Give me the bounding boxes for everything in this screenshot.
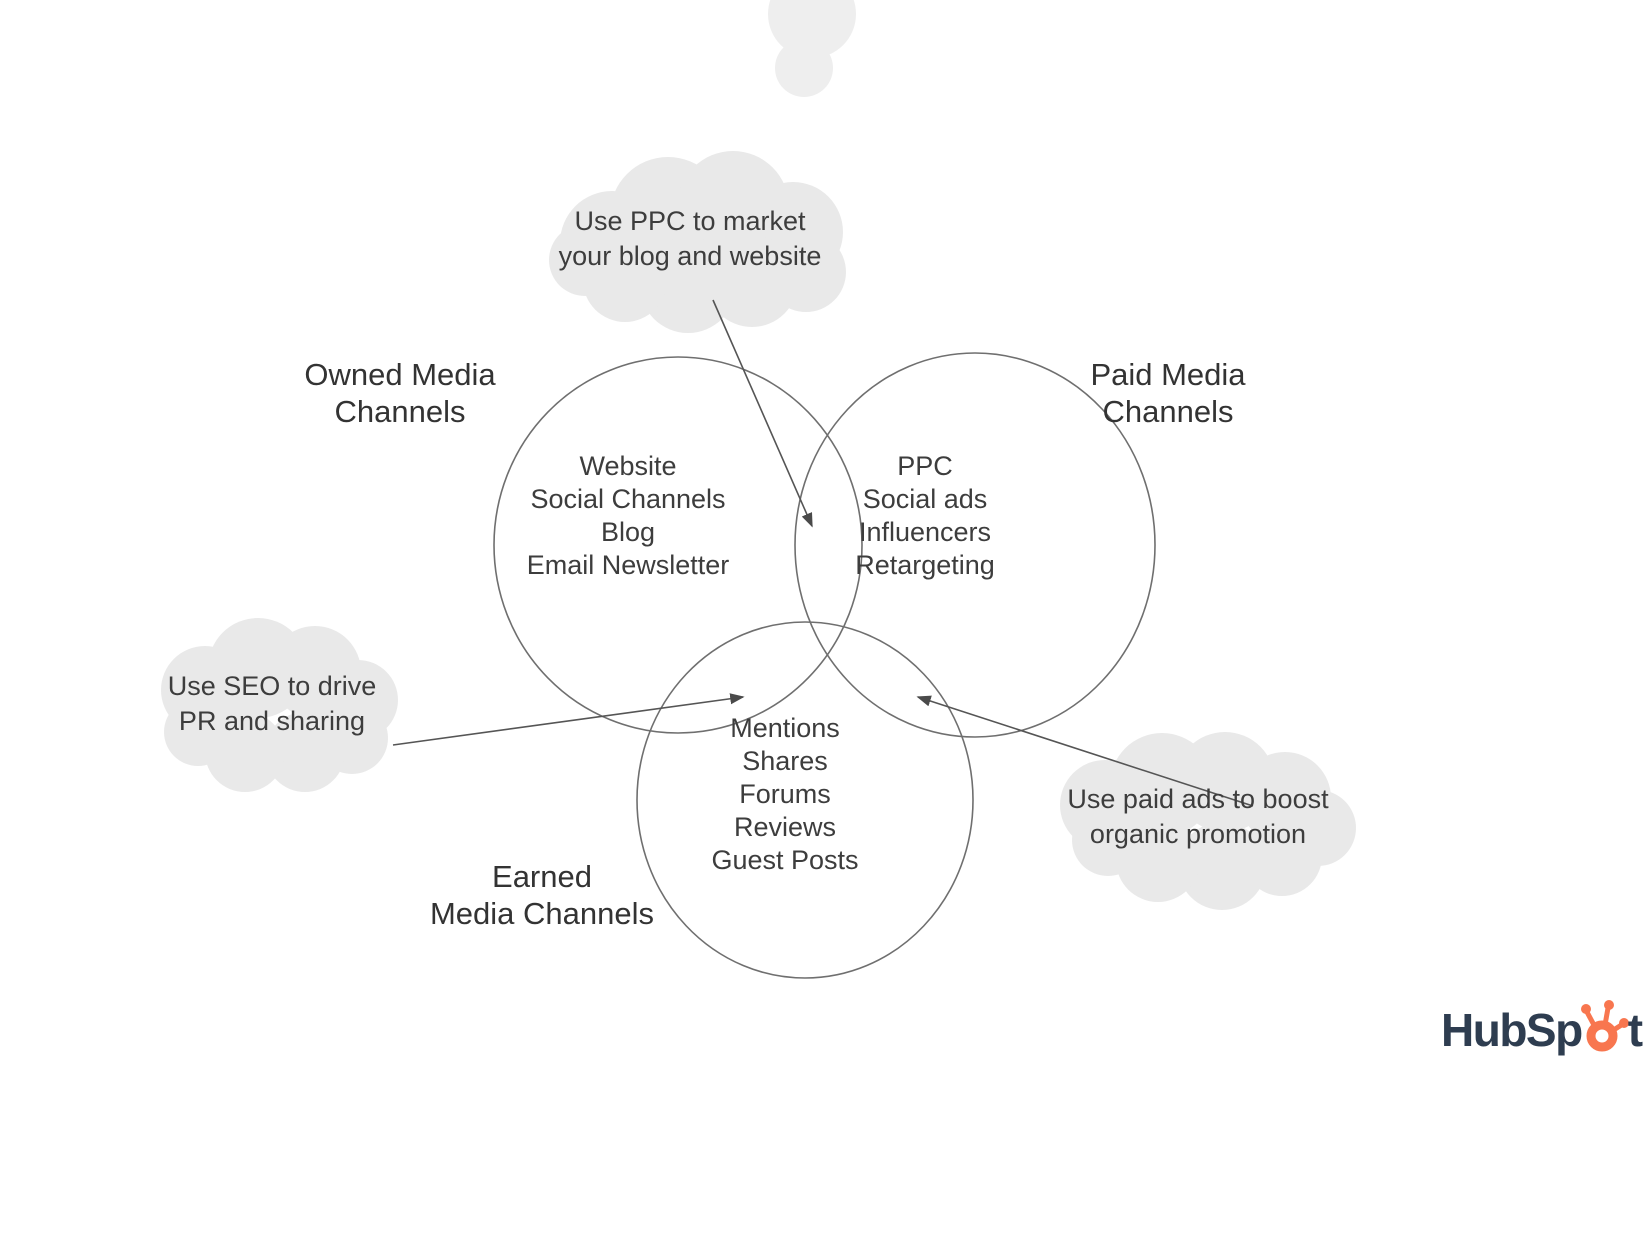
- owned-item: Blog: [600, 517, 656, 547]
- earned-items-list: Mentions Shares Forums Reviews Guest Pos…: [711, 712, 858, 877]
- cloud-ppc: Use PPC to market your blog and website: [559, 204, 822, 274]
- owned-media-label: Owned Media Channels: [304, 356, 495, 430]
- cloud-paid-ads-line-2: organic promotion: [1089, 819, 1307, 849]
- sprocket-icon: [1580, 1000, 1629, 1052]
- owned-circle: [493, 356, 863, 734]
- cloud-seo-line-1: Use SEO to drive: [167, 671, 377, 701]
- cloud-seo-line-2: PR and sharing: [178, 706, 366, 736]
- paid-media-label-line-1: Paid Media: [1090, 357, 1246, 392]
- paid-items-list: PPC Social ads Influencers Retargeting: [855, 450, 995, 582]
- cloud-paid-ads-line-1: Use paid ads to boost: [1067, 784, 1329, 814]
- cloud-shape-seo: [161, 618, 398, 792]
- paid-media-label-line-2: Channels: [1102, 394, 1234, 429]
- cloud-shape-ppc: [549, 151, 846, 333]
- earned-item: Shares: [742, 746, 828, 776]
- hubspot-logo-text-pre: HubSp: [1441, 1004, 1583, 1056]
- top-edge-cloud-wisp: [768, 0, 856, 97]
- hubspot-logo: HubSp t: [1441, 998, 1643, 1056]
- arrow-paid-ads-to-paid-earned-overlap: [916, 695, 1254, 807]
- cloud-shape-paid-ads: [1060, 732, 1356, 910]
- cloud-ppc-line-2: your blog and website: [558, 241, 822, 271]
- earned-media-label: Earned Media Channels: [430, 858, 654, 932]
- arrow-seo-to-owned-earned-overlap: [392, 693, 745, 746]
- cloud-ppc-line-1: Use PPC to market: [574, 206, 806, 236]
- cloud-paid-ads: Use paid ads to boost organic promotion: [1067, 782, 1328, 852]
- paid-item: Retargeting: [855, 550, 995, 580]
- hubspot-logo-text-post: t: [1627, 1004, 1643, 1056]
- paid-item: PPC: [897, 451, 953, 481]
- earned-item: Mentions: [730, 713, 840, 743]
- owned-item: Website: [579, 451, 677, 481]
- earned-media-label-line-2: Media Channels: [429, 896, 655, 931]
- paid-item: Social ads: [862, 484, 988, 514]
- paid-item: Influencers: [858, 517, 992, 547]
- earned-item: Reviews: [733, 812, 837, 842]
- earned-item: Forums: [739, 779, 831, 809]
- earned-item: Guest Posts: [711, 845, 859, 875]
- owned-item: Social Channels: [530, 484, 726, 514]
- arrow-ppc-to-owned-paid-overlap: [712, 299, 813, 528]
- earned-circle: [636, 621, 974, 979]
- owned-media-label-line-1: Owned Media: [304, 357, 496, 392]
- owned-media-label-line-2: Channels: [334, 394, 466, 429]
- owned-items-list: Website Social Channels Blog Email Newsl…: [527, 450, 730, 582]
- owned-item: Email Newsletter: [526, 550, 730, 580]
- earned-media-label-line-1: Earned: [492, 859, 592, 894]
- paid-circle: [794, 352, 1156, 738]
- paid-media-label: Paid Media Channels: [1090, 356, 1245, 430]
- cloud-seo: Use SEO to drive PR and sharing: [168, 669, 377, 739]
